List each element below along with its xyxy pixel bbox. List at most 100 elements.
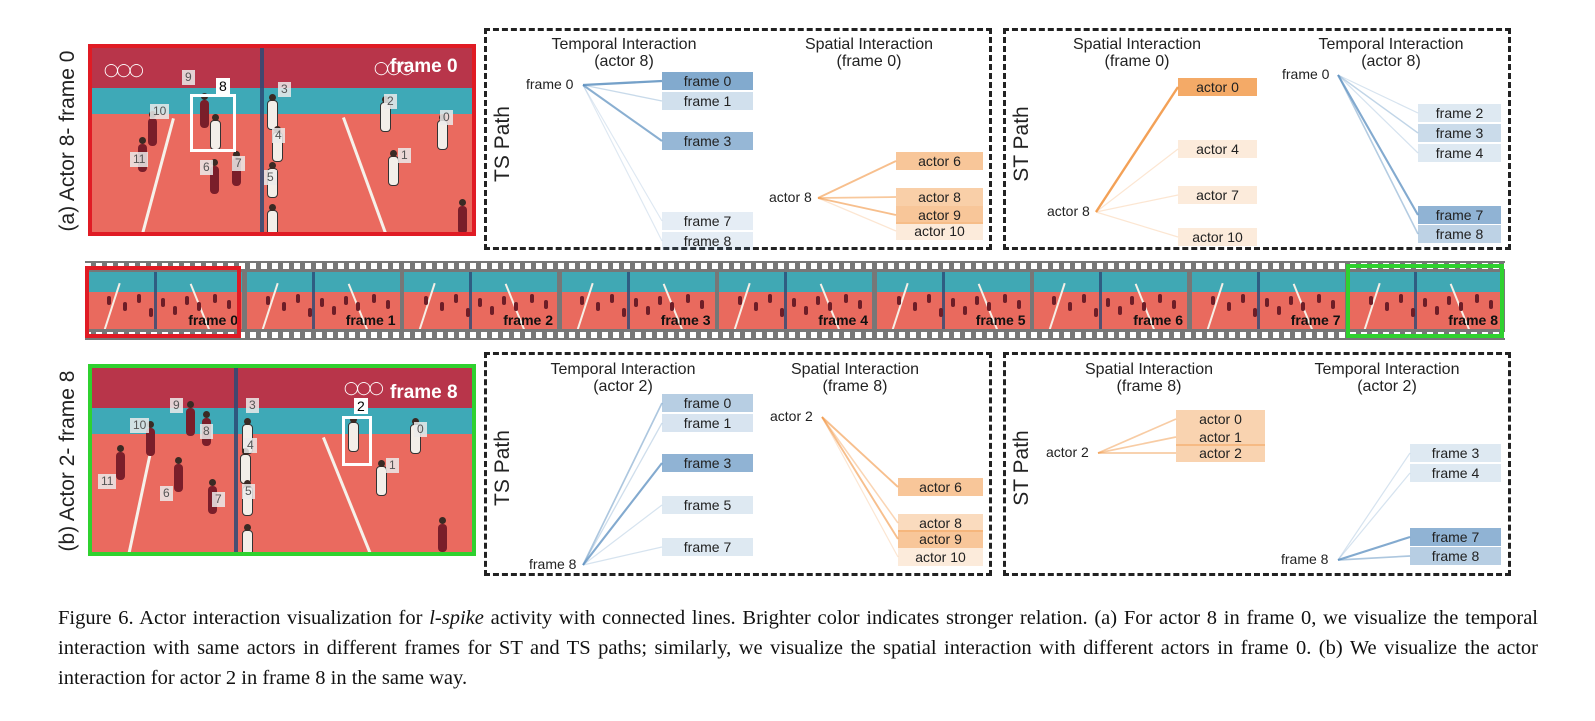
target-node: frame 8 [1410,547,1501,565]
frame-label: frame 8 [1448,312,1498,328]
target-node: frame 0 [662,394,753,412]
target-node: actor 6 [896,152,983,170]
target-node: frame 8 [1418,225,1501,243]
actor-number: 9 [170,398,183,413]
filmstrip-frame: frame 5 [876,272,1030,329]
actor-number: 4 [272,128,285,143]
actor-number: 11 [98,474,117,489]
target-node: actor 8 [898,514,983,532]
source-node: frame 8 [529,556,577,572]
interaction-link [582,462,663,566]
court-image-b: ◯◯◯ frame 8 2 9 3 10 8 0 4 1 11 6 7 5 [88,364,476,556]
target-node: actor 9 [898,530,983,548]
target-node: actor 1 [1176,428,1265,446]
interaction-link [1337,74,1419,134]
target-node: frame 3 [662,454,753,472]
interaction-link [582,84,663,142]
court-image-a: ◯◯◯ ◯◯◯ frame 0 8 9 3 2 10 0 4 11 6 7 1 … [88,44,476,236]
frame-label: frame 2 [503,312,553,328]
olympic-rings-icon: ◯◯◯ [104,62,144,77]
interaction-link [582,84,663,102]
frame-label: frame 6 [1133,312,1183,328]
target-node: frame 5 [662,496,753,514]
olympic-rings-icon: ◯◯◯ [344,380,384,395]
frame-label: frame 7 [1290,312,1341,328]
interaction-link [1337,74,1419,235]
interaction-link [817,197,897,216]
frame-tag: frame 0 [390,56,458,77]
interaction-link [821,416,899,524]
interaction-link [582,504,663,566]
actor-number: 0 [414,422,427,437]
panel-b-ts [484,352,992,576]
source-node: actor 2 [770,408,813,424]
interaction-link [1095,148,1179,213]
interaction-link [582,84,663,222]
interaction-link [1337,472,1411,561]
actor-number: 10 [150,104,170,119]
selected-actor-number: 2 [354,398,368,414]
selected-actor-box [342,416,372,466]
target-node: actor 9 [896,206,983,224]
highlight-frame-8 [1346,264,1504,338]
actor-number: 11 [130,152,149,167]
filmstrip-frame: frame 6 [1034,272,1187,329]
filmstrip-frame: frame 7 [1191,272,1345,329]
interaction-link [817,197,897,232]
filmstrip-frame: frame 2 [404,272,557,329]
target-node: frame 7 [662,212,753,230]
target-node: frame 7 [1410,528,1501,546]
interaction-link [1337,74,1419,154]
selected-actor-number: 8 [216,78,230,94]
temporal-title: Temporal Interaction(actor 2) [1314,361,1460,395]
target-node: frame 1 [662,92,753,110]
target-node: frame 7 [1418,206,1501,224]
source-node: actor 8 [1047,203,1090,219]
filmstrip-frame: frame 3 [561,272,715,329]
frame-label: frame 4 [818,312,868,328]
source-node: actor 2 [1046,444,1089,460]
olympic-rings-icon: ◯◯◯ [374,60,414,75]
interaction-link [582,422,663,566]
highlight-frame-0 [85,266,241,338]
frame-label: frame 1 [345,312,396,328]
target-node: frame 4 [1410,464,1501,482]
interaction-link [1095,211,1179,238]
target-node: actor 10 [1178,228,1257,246]
spatial-title: Spatial Interaction(frame 8) [1084,361,1214,395]
actor-number: 3 [246,398,259,413]
spatial-title: Spatial Interaction(frame 8) [790,361,920,395]
target-node: frame 7 [662,538,753,556]
target-node: frame 3 [1410,444,1501,462]
interaction-link [1097,436,1177,454]
target-node: frame 0 [662,72,753,90]
actor-number: 0 [440,110,453,125]
interaction-link [582,546,663,566]
interaction-link [821,416,899,540]
interaction-link [821,416,899,488]
actor-number: 8 [200,424,213,439]
actor-number: 6 [200,160,213,175]
actor-number: 9 [182,70,195,85]
interaction-link [1094,86,1180,213]
frame-tag: frame 8 [390,382,458,403]
target-node: frame 8 [662,232,753,250]
temporal-title: Temporal Interaction(actor 8) [551,36,697,70]
interaction-link [1337,74,1419,114]
spatial-title: Spatial Interaction(frame 0) [1072,36,1202,70]
target-node: frame 3 [662,132,753,150]
filmstrip-frame: frame 4 [719,272,872,329]
target-node: actor 7 [1178,186,1257,204]
panel-b-st [1003,352,1511,576]
actor-number: 1 [398,148,411,163]
figure-caption: Figure 6. Actor interaction visualizatio… [58,607,1538,689]
actor-number: 2 [384,94,397,109]
source-node: frame 8 [1281,551,1329,567]
target-node: frame 4 [1418,144,1501,162]
filmstrip-frame: frame 8 [1349,272,1502,329]
actor-number: 10 [130,418,150,433]
source-node: frame 0 [526,76,574,92]
interaction-link [1337,555,1411,561]
